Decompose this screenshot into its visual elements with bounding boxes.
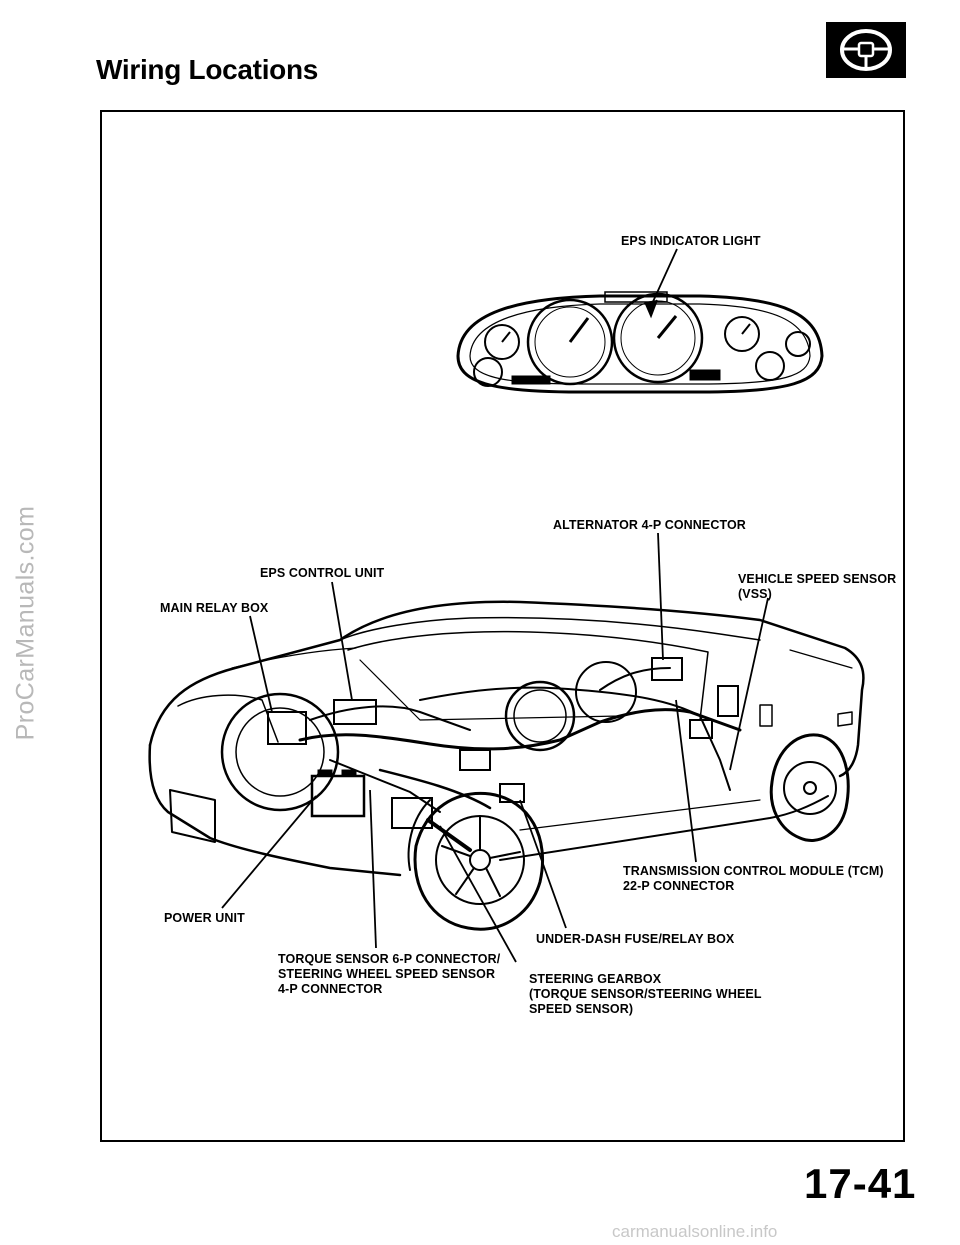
label-vehicle-speed-sensor: VEHICLE SPEED SENSOR (VSS) [738,572,896,602]
leader-lines [221,248,769,963]
label-torque-sensor-connector: TORQUE SENSOR 6-P CONNECTOR/ STEERING WH… [278,952,500,997]
label-alternator-connector: ALTERNATOR 4-P CONNECTOR [553,518,746,532]
label-torque-line1: TORQUE SENSOR 6-P CONNECTOR/ [278,952,501,966]
page-number: 17-41 [804,1160,917,1207]
label-torque-line2: STEERING WHEEL SPEED SENSOR [278,967,496,981]
label-eps-indicator-light: EPS INDICATOR LIGHT [621,234,761,248]
steering-wheel-icon [840,29,892,71]
figure-frame [100,110,905,1142]
section-badge [826,22,906,78]
label-power-unit: POWER UNIT [164,911,245,925]
label-tcm-line2: 22-P CONNECTOR [623,879,735,893]
label-eps-control-unit: EPS CONTROL UNIT [260,566,385,580]
wiring-harness-drawing [267,657,742,852]
label-steering-gearbox: STEERING GEARBOX (TORQUE SENSOR/STEERING… [529,972,762,1017]
label-tcm-connector: TRANSMISSION CONTROL MODULE (TCM) 22-P C… [623,864,884,894]
label-gearbox-line2: (TORQUE SENSOR/STEERING WHEEL [529,987,762,1001]
label-torque-line3: 4-P CONNECTOR [278,982,383,996]
label-tcm-line1: TRANSMISSION CONTROL MODULE (TCM) [623,864,884,878]
instrument-cluster-drawing [456,291,824,394]
label-vss-line1: VEHICLE SPEED SENSOR [738,572,897,586]
footer-watermark: carmanualsonline.info [612,1222,778,1241]
label-under-dash-fuse-relay-box: UNDER-DASH FUSE/RELAY BOX [536,932,735,946]
car-body-drawing [148,600,865,931]
label-gearbox-line3: SPEED SENSOR) [529,1002,634,1016]
label-vss-line2: (VSS) [738,587,772,601]
page-title: Wiring Locations [96,54,319,85]
label-main-relay-box: MAIN RELAY BOX [160,601,269,615]
label-gearbox-line1: STEERING GEARBOX [529,972,662,986]
